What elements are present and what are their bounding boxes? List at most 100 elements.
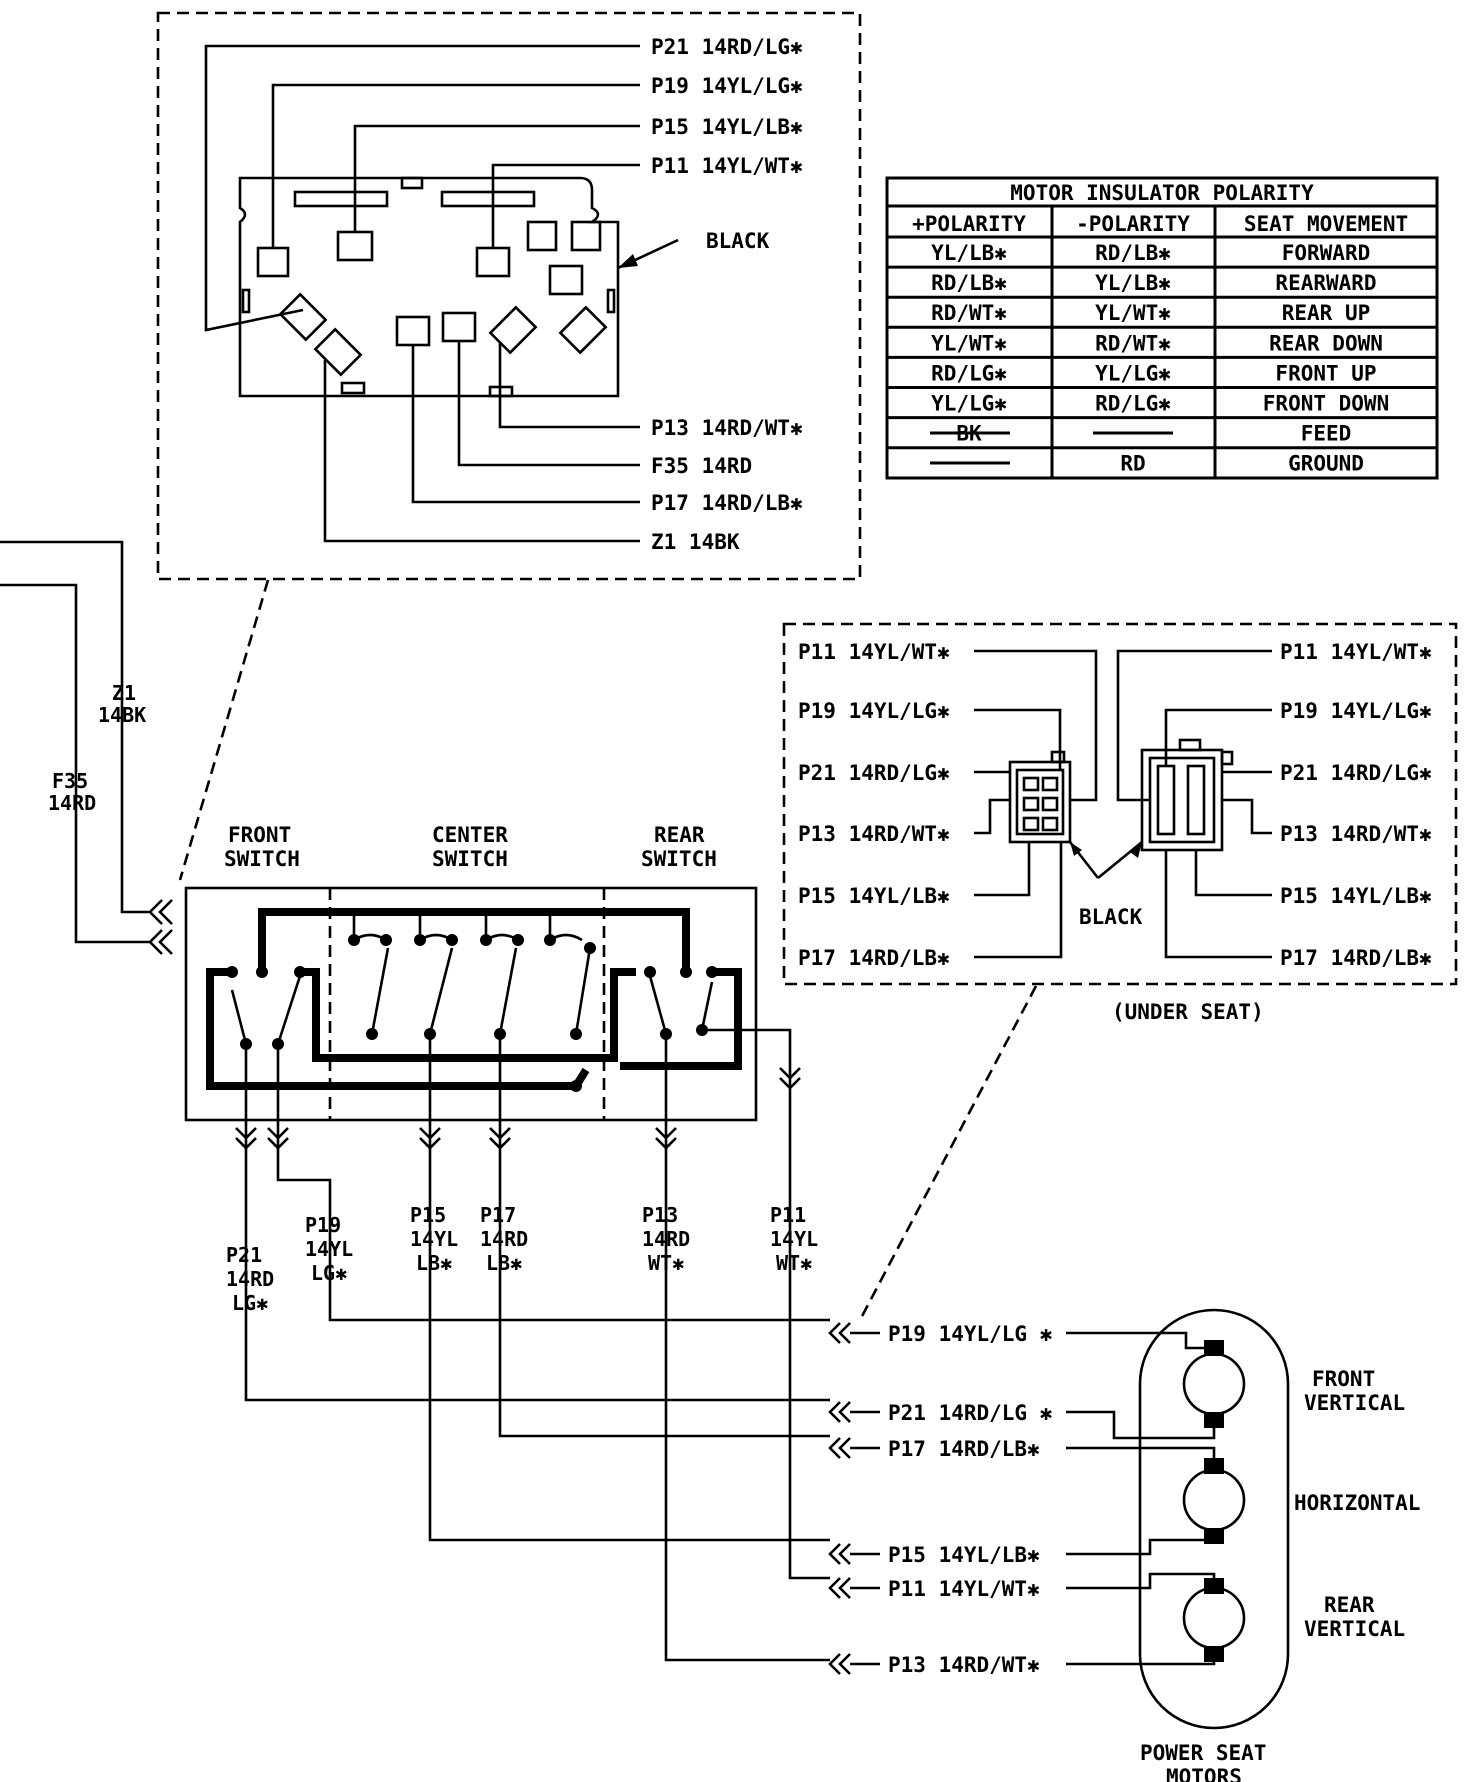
- under-seat-caption: (UNDER SEAT): [1112, 1000, 1264, 1024]
- front-motor-label-2: VERTICAL: [1304, 1391, 1405, 1415]
- table-cell: RD: [1120, 452, 1145, 476]
- rear-switch-label-2: SWITCH: [641, 847, 717, 871]
- connector-chevrons: [148, 899, 173, 955]
- f35-gauge-label: 14RD: [48, 791, 96, 815]
- front-vertical-motor: [1182, 1340, 1246, 1428]
- us-wire: [974, 708, 1062, 770]
- ground-busbar: [620, 968, 742, 1070]
- left-seat-connector: [1008, 760, 1072, 844]
- table-cell: REAR UP: [1282, 301, 1371, 325]
- arrow-head: [618, 254, 638, 268]
- under-seat-left-label: P17 14RD/LB✱: [798, 946, 950, 970]
- center-switch-label: CENTER: [432, 823, 508, 847]
- table-cell: RD/WT✱: [931, 301, 1007, 325]
- switch-contact: [570, 1080, 582, 1092]
- under-seat-right-label: P13 14RD/WT✱: [1280, 822, 1432, 846]
- under-seat-right-label: P17 14RD/LB✱: [1280, 946, 1432, 970]
- arrow-head: [1130, 842, 1142, 858]
- chevron-icon: [838, 1401, 851, 1423]
- table-cell: FRONT DOWN: [1263, 392, 1389, 416]
- center-switch-label-2: SWITCH: [432, 847, 508, 871]
- under-seat-left-label: P15 14YL/LB✱: [798, 884, 950, 908]
- switch-output-wires: [244, 1028, 830, 1662]
- us-wire: [974, 842, 1063, 959]
- connector-latch: [606, 288, 616, 314]
- switch-contact: [294, 966, 306, 978]
- table-header: SEAT MOVEMENT: [1244, 212, 1408, 236]
- table-cell: RD/LB✱: [1095, 241, 1171, 265]
- connector-label-f35: F35 14RD: [651, 454, 752, 478]
- switch-blades: [230, 947, 714, 1045]
- output-wire-label: 14YL: [305, 1237, 353, 1261]
- chevron-icon: [828, 1437, 841, 1459]
- output-wire-label: P17: [480, 1203, 516, 1227]
- switch-contact: [380, 934, 392, 946]
- chevron-icon: [235, 1137, 257, 1150]
- table-cell: RD/LB✱: [931, 271, 1007, 295]
- output-wire-label: 14RD: [480, 1227, 528, 1251]
- wire-p21: [204, 44, 640, 332]
- under-seat-right-label: P11 14YL/WT✱: [1280, 640, 1432, 664]
- chevron-icon: [838, 1577, 851, 1599]
- table-title: MOTOR INSULATOR POLARITY: [1010, 181, 1314, 205]
- chevron-icon: [779, 1067, 801, 1080]
- output-wire-label: LG✱: [232, 1291, 268, 1315]
- z1-feed-wire: [0, 540, 150, 914]
- output-wire-label: LG✱: [311, 1261, 347, 1285]
- under-seat-left-label: P13 14RD/WT✱: [798, 822, 950, 846]
- wire-f35: [457, 341, 640, 467]
- connector-label-p17: P17 14RD/LB✱: [651, 491, 803, 515]
- connector-label-p15: P15 14YL/LB✱: [651, 115, 803, 139]
- table-cell: FEED: [1301, 422, 1352, 446]
- switch-contact: [446, 934, 458, 946]
- top-connector-detail: P21 14RD/LG✱ P19 14YL/LG✱ P15 14YL/LB✱ P…: [156, 11, 862, 581]
- rear-vertical-motor: [1182, 1578, 1246, 1662]
- connector-label-z1: Z1 14BK: [651, 530, 740, 554]
- table-cell: YL/LB✱: [931, 241, 1007, 265]
- z1-gauge-label: 14BK: [98, 703, 146, 727]
- switch-contact: [348, 934, 360, 946]
- chevron-icon: [419, 1137, 441, 1150]
- switch-contact: [414, 934, 426, 946]
- top-connector-dashed-frame: [156, 11, 862, 581]
- output-wire-label: WT✱: [776, 1251, 812, 1275]
- output-wire-label: P21: [226, 1243, 262, 1267]
- connector-label-p11: P11 14YL/WT✱: [651, 154, 803, 178]
- table-cell: REARWARD: [1275, 271, 1376, 295]
- under-seat-left-label: P19 14YL/LG✱: [798, 699, 950, 723]
- table-cell: YL/LG✱: [931, 392, 1007, 416]
- connector-latch: [241, 288, 251, 314]
- motor-wire-label: P11 14YL/WT✱: [888, 1577, 1040, 1601]
- us-wire: [974, 649, 1098, 802]
- chevron-icon: [838, 1437, 851, 1459]
- us-wire: [1164, 850, 1272, 959]
- motor-wire-label: P17 14RD/LB✱: [888, 1437, 1040, 1461]
- connector-key: [340, 381, 366, 395]
- chevron-icon: [489, 1127, 511, 1140]
- rear-switch-label: REAR: [654, 823, 705, 847]
- motor-wire-label: P19 14YL/LG ✱: [888, 1322, 1053, 1346]
- us-wire: [1164, 708, 1272, 766]
- leader-line: [178, 579, 270, 881]
- motor-wire-labels: P19 14YL/LG ✱P21 14RD/LG ✱P17 14RD/LB✱P1…: [828, 1322, 1053, 1677]
- output-wire-label: 14YL: [410, 1227, 458, 1251]
- wire-p15: [353, 124, 640, 232]
- table-header: +POLARITY: [912, 212, 1026, 236]
- front-switch-label-2: SWITCH: [224, 847, 300, 871]
- black-pointer: [1097, 840, 1143, 880]
- under-seat-left-label: P21 14RD/LG✱: [798, 761, 950, 785]
- output-wire-label: 14RD: [226, 1267, 274, 1291]
- horizontal-motor-label: HORIZONTAL: [1294, 1491, 1420, 1515]
- us-wire: [1222, 798, 1272, 835]
- chevron-icon: [838, 1543, 851, 1565]
- motor-wire-label: P15 14YL/LB✱: [888, 1543, 1040, 1567]
- chevron-icon: [655, 1127, 677, 1140]
- switch-contact: [644, 966, 656, 978]
- output-wire-label: P19: [305, 1213, 341, 1237]
- switch-connector-body: [238, 176, 620, 398]
- f35-feed-wire: [0, 583, 150, 944]
- ground-busbar: [206, 968, 576, 1090]
- table-cell: RD/LG✱: [931, 361, 1007, 385]
- connector-key: [400, 176, 424, 190]
- under-seat-dashed-frame: [782, 622, 1458, 986]
